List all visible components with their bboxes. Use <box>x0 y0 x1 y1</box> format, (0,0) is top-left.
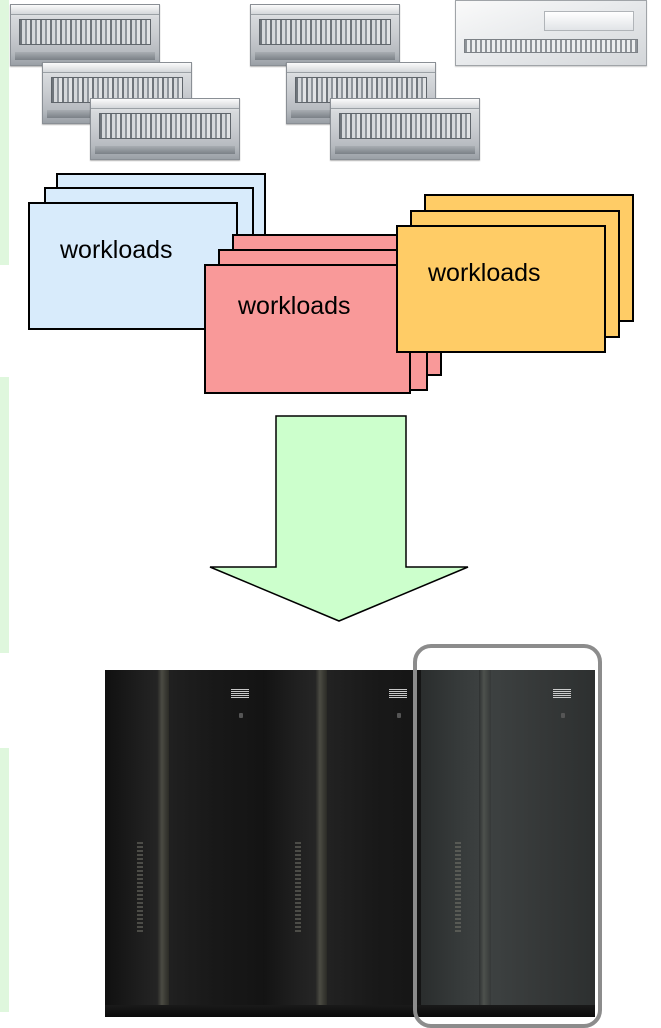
rack-server-icon <box>90 98 240 160</box>
side-strip-bottom <box>0 748 9 1012</box>
workload-card: workloads <box>28 202 238 330</box>
side-strip-top <box>0 0 9 265</box>
down-arrow-shape <box>209 415 469 622</box>
mainframe-frame-1 <box>105 670 263 1017</box>
workload-label-orange: workloads <box>428 259 541 287</box>
rack-server-icon <box>10 4 160 66</box>
workload-card: workloads <box>204 264 411 394</box>
side-strip-middle <box>0 377 9 653</box>
workload-label-blue: workloads <box>60 236 173 264</box>
workload-card: workloads <box>396 225 606 353</box>
mainframe-frame-3 <box>421 670 595 1017</box>
rack-server-icon <box>250 4 400 66</box>
rack-server-1u-icon <box>455 0 647 66</box>
rack-server-icon <box>330 98 480 160</box>
down-arrow-icon <box>209 415 469 622</box>
highlight-frame <box>413 644 602 1028</box>
workload-label-red: workloads <box>238 292 351 320</box>
mainframe-frame-2 <box>263 670 421 1017</box>
